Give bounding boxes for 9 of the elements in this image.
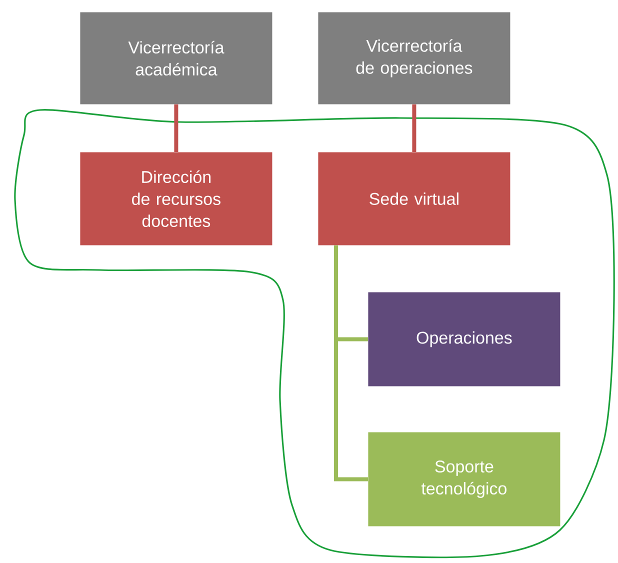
org-box: Operaciones bbox=[368, 292, 560, 386]
org-box: Sede virtual bbox=[318, 152, 510, 246]
org-box: Dirección de recursos docentes bbox=[80, 152, 272, 246]
org-box: Soporte tecnológico bbox=[368, 432, 560, 526]
org-box: Vicerrectoría de operaciones bbox=[318, 12, 510, 104]
connector-line bbox=[412, 104, 416, 152]
connector-line bbox=[174, 104, 178, 152]
org-box: Vicerrectoría académica bbox=[80, 12, 272, 104]
connector-line bbox=[334, 243, 370, 482]
